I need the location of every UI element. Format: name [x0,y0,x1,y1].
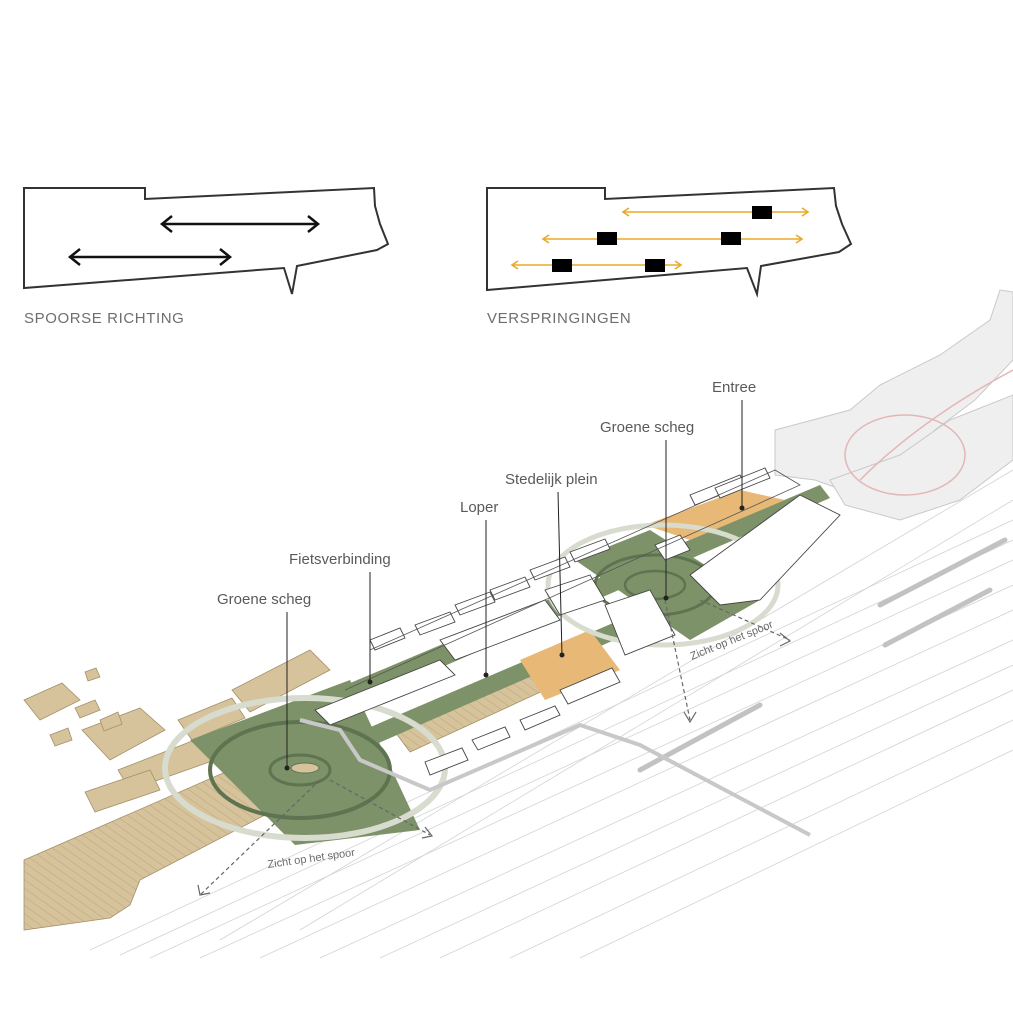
verspringingen-diagram [486,186,853,298]
yellow-arrow-2 [541,234,804,244]
spoorse-richting-diagram [23,186,390,295]
site-outline-left [23,186,390,295]
orange-square-plein [520,630,620,700]
caption-spoorse-richting: SPOORSE RICHTING [24,310,185,327]
train-units [637,537,1008,773]
leader-lines [286,400,743,768]
label-groene-scheg-left: Groene scheg [217,591,311,608]
label-fietsverbinding: Fietsverbinding [289,551,391,568]
site-strip-outline [344,469,801,691]
view-arrows [199,599,791,896]
yellow-arrow-1 [621,207,810,217]
arrow-lower [67,248,233,266]
urban-context [774,289,1013,521]
label-loper: Loper [460,499,498,516]
site-outline-right [486,186,853,298]
new-buildings [314,467,841,776]
caption-verspringingen: VERSPRINGINGEN [487,310,632,327]
pedestrian-bridge [299,718,811,837]
leader-dots [284,505,745,771]
block-1 [752,206,772,219]
view-arrowheads [197,632,792,896]
site-plan: Entree Groene scheg Stedelijk plein Lope… [23,289,1013,959]
green-wedge-right [575,530,760,640]
roundabout [844,369,1013,496]
arrow-upper [159,215,321,233]
label-stedelijk-plein: Stedelijk plein [505,471,598,488]
block-5 [645,259,665,272]
label-groene-scheg-right: Groene scheg [600,419,694,436]
block-2 [597,232,617,245]
block-4 [552,259,572,272]
railway-tracks [89,469,1013,959]
block-3 [721,232,741,245]
label-entree: Entree [712,379,756,396]
